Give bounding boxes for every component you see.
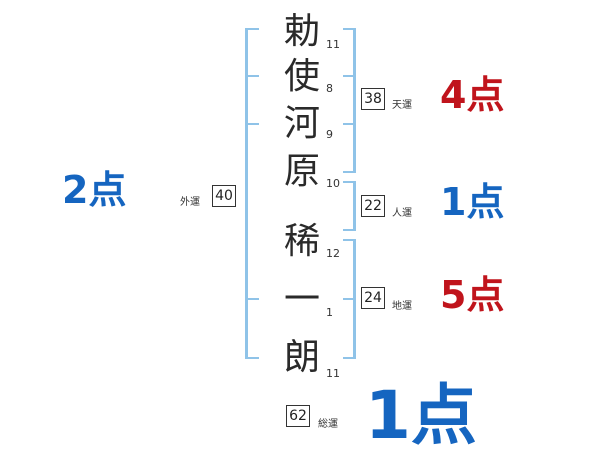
bracket-tick [245, 357, 259, 359]
soukaku-label: 総運 [318, 419, 338, 430]
bracket-tick [343, 123, 355, 125]
gaikaku-value: 40 [212, 185, 236, 207]
bracket-tick [245, 298, 259, 300]
bracket-tick [343, 75, 355, 77]
tenkaku-value: 38 [361, 88, 385, 110]
bracket-tick [343, 357, 355, 359]
stroke-count: 10 [326, 177, 340, 190]
stroke-count: 8 [326, 82, 333, 95]
bracket-tick [343, 171, 355, 173]
name-char: 河 [283, 103, 320, 144]
name-char: 朗 [283, 337, 320, 378]
stroke-count: 11 [326, 38, 340, 51]
chikaku-label: 地運 [392, 301, 412, 312]
bracket-tick [245, 75, 259, 77]
outer-bracket [245, 28, 248, 359]
name-char: 勅 [283, 11, 320, 52]
soukaku-value: 62 [286, 405, 310, 427]
bracket-tick [245, 28, 259, 30]
name-char: 原 [283, 151, 320, 192]
gaikaku-label: 外運 [180, 197, 200, 208]
jinkaku-value: 22 [361, 195, 385, 217]
stroke-count: 9 [326, 128, 333, 141]
stroke-count: 11 [326, 367, 340, 380]
name-char: 使 [283, 56, 320, 97]
name-char: 一 [283, 279, 320, 320]
bracket-tick [343, 239, 355, 241]
bracket-tick [245, 123, 259, 125]
stroke-count: 12 [326, 247, 340, 260]
heaven-bracket [353, 28, 356, 173]
jinkaku-score: 1点 [440, 180, 505, 224]
bracket-tick [343, 28, 355, 30]
gaikaku-score: 2点 [62, 168, 127, 212]
name-char: 稀 [283, 221, 320, 262]
person-bracket [353, 181, 356, 231]
soukaku-score: 1点 [365, 377, 477, 454]
chikaku-score: 5点 [440, 273, 505, 317]
chikaku-value: 24 [361, 287, 385, 309]
bracket-tick [343, 298, 355, 300]
tenkaku-label: 天運 [392, 100, 412, 111]
jinkaku-label: 人運 [392, 208, 412, 219]
bracket-tick [343, 229, 355, 231]
bracket-tick [343, 181, 355, 183]
tenkaku-score: 4点 [440, 73, 505, 117]
stroke-count: 1 [326, 306, 333, 319]
